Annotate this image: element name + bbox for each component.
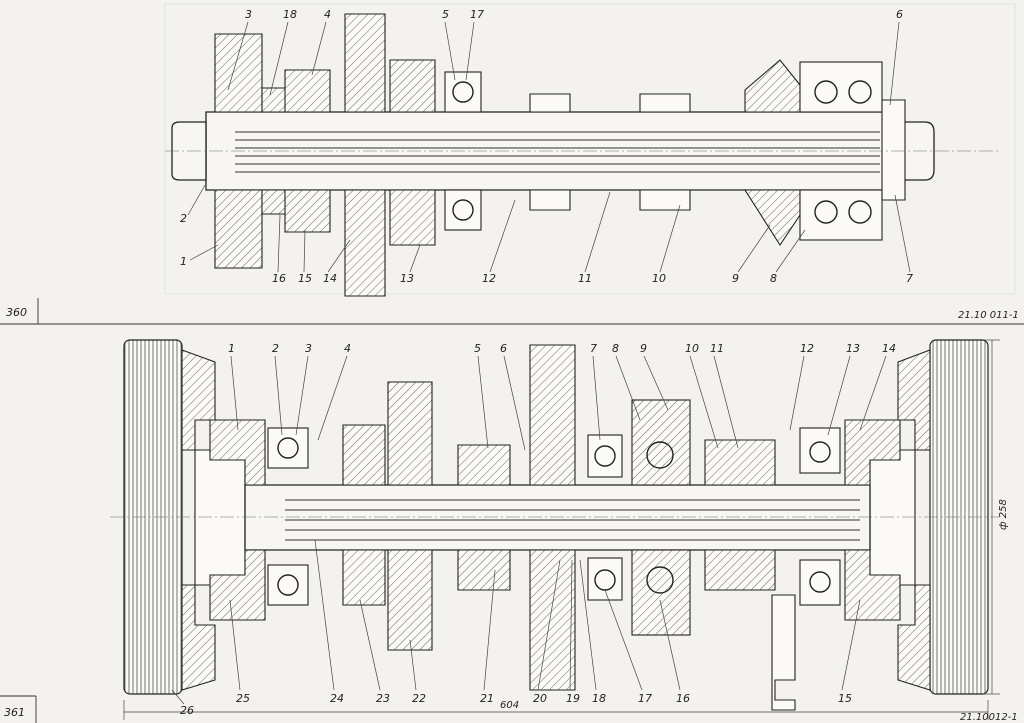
- svg-text:18: 18: [592, 692, 606, 705]
- figure-360-caption: 360 21.10 011-1: [0, 298, 1024, 325]
- svg-text:14: 14: [882, 342, 896, 355]
- svg-text:15: 15: [838, 692, 852, 705]
- gear-10: [639, 93, 691, 113]
- right-wheel: [869, 339, 989, 695]
- svg-text:16: 16: [676, 692, 690, 705]
- bearing-8: [799, 61, 883, 241]
- bearing-17: [587, 434, 623, 601]
- svg-text:5: 5: [474, 342, 481, 355]
- svg-text:16: 16: [272, 272, 286, 285]
- svg-text:17: 17: [470, 8, 484, 21]
- svg-text:17: 17: [638, 692, 652, 705]
- svg-text:26: 26: [180, 704, 194, 717]
- svg-text:21: 21: [480, 692, 494, 705]
- callouts-360: 3 18 4 5 17 6 1 2 16 15 14 13 12 11 10 9…: [180, 8, 913, 285]
- dimension-lines: [123, 339, 1000, 720]
- synchro-4: [284, 69, 331, 113]
- gear-14: [344, 13, 386, 113]
- figure-360-number: 360: [6, 306, 27, 319]
- spline-lines: [235, 131, 880, 173]
- collar-11: [704, 439, 776, 486]
- gear-1: [214, 33, 263, 113]
- svg-text:15: 15: [298, 272, 312, 285]
- nut-7: [881, 99, 906, 201]
- gear-23: [342, 424, 386, 486]
- wheel-diameter-dimension: ф 258: [998, 499, 1009, 530]
- hub-14: [844, 419, 901, 486]
- svg-text:10: 10: [652, 272, 666, 285]
- svg-text:7: 7: [906, 272, 913, 285]
- svg-text:5: 5: [442, 8, 449, 21]
- figure-360: 3 18 4 5 17 6 1 2 16 15 14 13 12 11 10 9…: [164, 3, 1016, 297]
- svg-text:3: 3: [305, 342, 312, 355]
- svg-text:13: 13: [400, 272, 414, 285]
- svg-text:3: 3: [245, 8, 252, 21]
- spline-lines-361: [285, 499, 860, 541]
- synchro-21: [457, 444, 511, 486]
- svg-text:9: 9: [640, 342, 647, 355]
- figure-361: 604 ф 258 1 2 3 4 5 6 7 8 9 10 11 12 13 …: [110, 339, 1009, 720]
- svg-text:1: 1: [180, 255, 187, 268]
- svg-text:9: 9: [732, 272, 739, 285]
- figure-361-caption: 361 21.10012-1: [0, 695, 1018, 723]
- svg-text:1: 1: [228, 342, 235, 355]
- gear-12: [529, 93, 571, 113]
- svg-text:6: 6: [896, 8, 903, 21]
- svg-text:22: 22: [412, 692, 426, 705]
- svg-text:4: 4: [344, 342, 351, 355]
- figure-360-ref: 21.10 011-1: [958, 310, 1019, 321]
- svg-text:2: 2: [180, 212, 187, 225]
- svg-text:8: 8: [770, 272, 777, 285]
- svg-text:10: 10: [685, 342, 699, 355]
- left-wheel: [123, 339, 246, 695]
- svg-text:14: 14: [323, 272, 337, 285]
- svg-text:12: 12: [482, 272, 496, 285]
- svg-text:18: 18: [283, 8, 297, 21]
- svg-text:12: 12: [800, 342, 814, 355]
- svg-text:6: 6: [500, 342, 507, 355]
- bearing-16: [631, 399, 691, 636]
- svg-text:4: 4: [324, 8, 331, 21]
- bevel-gear-9: [744, 59, 801, 113]
- svg-text:2: 2: [272, 342, 279, 355]
- svg-text:25: 25: [236, 692, 250, 705]
- callouts-361: 1 2 3 4 5 6 7 8 9 10 11 12 13 14: [171, 342, 896, 717]
- svg-text:23: 23: [376, 692, 390, 705]
- svg-text:7: 7: [590, 342, 597, 355]
- figure-361-number: 361: [4, 706, 25, 719]
- gear-13: [389, 59, 436, 113]
- svg-text:11: 11: [710, 342, 724, 355]
- gear-22: [387, 381, 433, 486]
- svg-text:24: 24: [330, 692, 344, 705]
- svg-text:11: 11: [578, 272, 592, 285]
- lever: [771, 594, 796, 711]
- bearing-17: [444, 71, 482, 231]
- gear-20: [529, 344, 576, 486]
- bearing-13: [799, 427, 841, 606]
- svg-text:8: 8: [612, 342, 619, 355]
- svg-text:20: 20: [533, 692, 547, 705]
- bearing-2-3: [267, 427, 309, 606]
- svg-text:13: 13: [846, 342, 860, 355]
- hub-25: [209, 419, 266, 486]
- svg-text:19: 19: [566, 692, 580, 705]
- figure-361-ref: 21.10012-1: [960, 712, 1018, 723]
- overall-length-dimension: 604: [500, 700, 519, 711]
